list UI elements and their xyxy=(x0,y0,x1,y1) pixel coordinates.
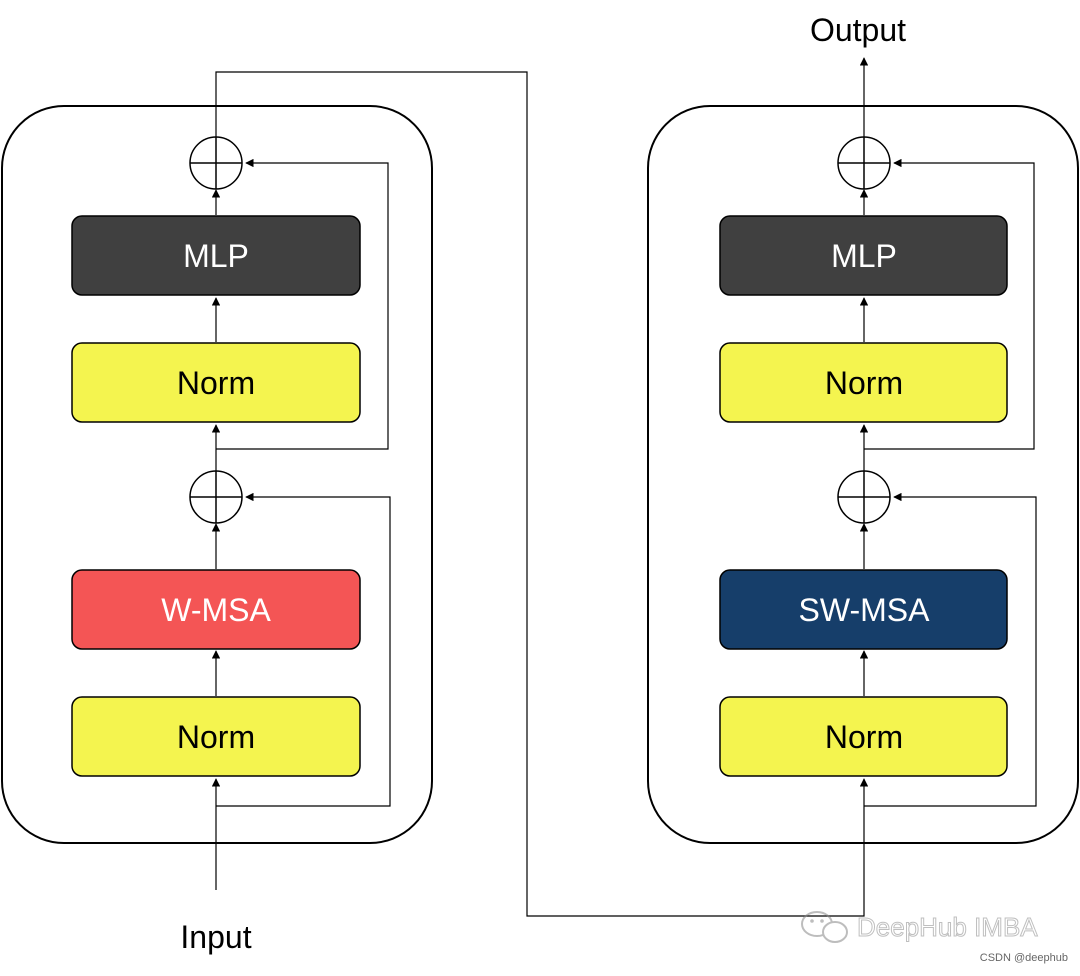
block-w-msa: Norm W-MSA Norm MLP xyxy=(1,105,433,890)
mlp-box: MLP xyxy=(71,215,361,296)
block-container xyxy=(647,105,1079,844)
w-msa-box: W-MSA xyxy=(71,569,361,650)
norm-label: Norm xyxy=(825,365,903,401)
output-label: Output xyxy=(810,12,906,48)
block-sw-msa: Norm SW-MSA Norm MLP xyxy=(647,57,1079,844)
mlp-box: MLP xyxy=(719,215,1008,296)
residual-skip-line xyxy=(864,158,1035,450)
add-node xyxy=(837,470,891,524)
norm-label: Norm xyxy=(825,719,903,755)
norm-box: Norm xyxy=(719,696,1008,777)
mlp-label: MLP xyxy=(831,238,897,274)
norm-box: Norm xyxy=(71,342,361,423)
w-msa-label: W-MSA xyxy=(161,592,271,628)
watermark-brand: DeepHub IMBA xyxy=(857,912,1038,942)
watermark-source: CSDN @deephub xyxy=(980,952,1068,964)
wechat-icon xyxy=(801,911,848,943)
norm-box: Norm xyxy=(719,342,1008,423)
norm-label: Norm xyxy=(177,719,255,755)
mlp-label: MLP xyxy=(183,238,249,274)
add-node xyxy=(189,470,243,524)
sw-msa-label: SW-MSA xyxy=(799,592,931,628)
sw-msa-box: SW-MSA xyxy=(719,569,1008,650)
residual-skip-line xyxy=(216,492,391,807)
add-node xyxy=(837,136,891,190)
residual-skip-line xyxy=(864,492,1037,807)
norm-box: Norm xyxy=(71,696,361,777)
add-node xyxy=(189,136,243,190)
norm-label: Norm xyxy=(177,365,255,401)
inter-block-connector xyxy=(215,71,869,917)
input-label: Input xyxy=(180,919,251,955)
watermark: DeepHub IMBA xyxy=(801,911,1039,943)
residual-skip-line xyxy=(216,158,389,450)
block-container xyxy=(1,105,433,844)
